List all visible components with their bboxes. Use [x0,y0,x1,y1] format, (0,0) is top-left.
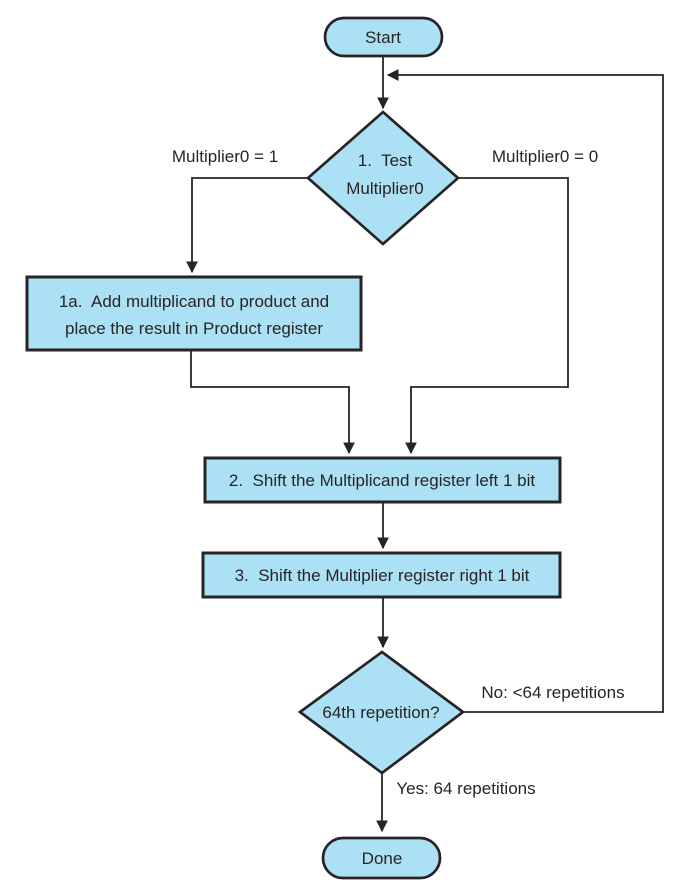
edge-multiplier0-equals-1 [186,177,308,274]
decision-test-multiplier0-line2: Multiplier0 [346,179,423,198]
edge-loopback-no-branch [386,69,664,713]
label-yes-64-repetitions: Yes: 64 repetitions [396,779,535,798]
decision-test-multiplier0 [305,110,461,246]
process-shift-multiplier-right [201,551,562,599]
done-node [321,836,442,880]
process-shift-multiplier-right-label: 3. Shift the Multiplier register right 1… [235,566,530,585]
decision-test-multiplier0-line1: 1. Test [358,151,413,170]
process-shift-multiplicand-left-label: 2. Shift the Multiplicand register left … [229,471,535,490]
process-add-multiplicand-line1: 1a. Add multiplicand to product and [59,292,329,311]
edge-add-to-shift-left [190,350,355,455]
decision-64th-repetition [297,650,466,775]
start-label: Start [365,28,401,47]
process-add-multiplicand-line2: place the result in Product register [65,319,323,338]
start-node [323,16,444,58]
label-multiplier0-equals-1: Multiplier0 = 1 [172,147,278,166]
decision-64th-repetition-label: 64th repetition? [322,703,439,722]
label-no-lt-64-repetitions: No: <64 repetitions [481,683,624,702]
edge-multiplier0-equals-0 [405,177,569,455]
process-add-multiplicand [25,275,363,352]
label-multiplier0-equals-0: Multiplier0 = 0 [492,147,598,166]
process-shift-multiplicand-left [203,456,562,504]
done-label: Done [362,849,403,868]
